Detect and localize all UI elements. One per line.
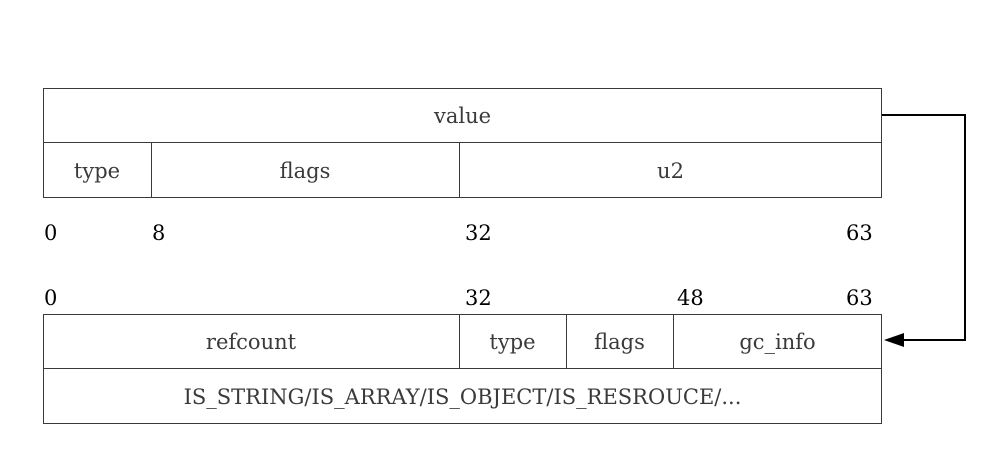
zval-value-cell: value [433, 103, 492, 128]
zval-row-divider [43, 142, 882, 143]
refcounted-struct [43, 314, 882, 424]
refcounted-bit-32: 32 [465, 286, 492, 310]
refcounted-divider-refcount-type [459, 314, 460, 369]
refcounted-divider-type-flags [566, 314, 567, 369]
refcounted-types-cell: IS_STRING/IS_ARRAY/IS_OBJECT/IS_RESROUCE… [183, 384, 742, 409]
zval-bit-63: 63 [846, 221, 873, 245]
refcounted-bit-48: 48 [677, 286, 704, 310]
refcounted-flags-cell: flags [594, 329, 645, 354]
connector-line [882, 114, 966, 341]
zval-divider-type-flags [151, 142, 152, 197]
zval-u2-cell: u2 [657, 158, 684, 183]
zval-divider-flags-u2 [459, 142, 460, 197]
refcounted-type-cell: type [489, 329, 536, 354]
zval-bit-32: 32 [465, 221, 492, 245]
refcounted-gcinfo-cell: gc_info [739, 329, 816, 354]
refcounted-bit-63: 63 [846, 286, 873, 310]
refcounted-refcount-cell: refcount [205, 329, 297, 354]
arrowhead-icon [884, 333, 904, 347]
refcounted-bit-0: 0 [44, 286, 58, 310]
zval-bit-0: 0 [44, 221, 58, 245]
refcounted-divider-flags-gcinfo [673, 314, 674, 369]
zval-struct [43, 88, 882, 198]
zval-type-cell: type [73, 158, 121, 183]
zval-bit-8: 8 [152, 221, 166, 245]
refcounted-row-divider [43, 368, 882, 369]
zval-flags-cell: flags [279, 158, 331, 183]
